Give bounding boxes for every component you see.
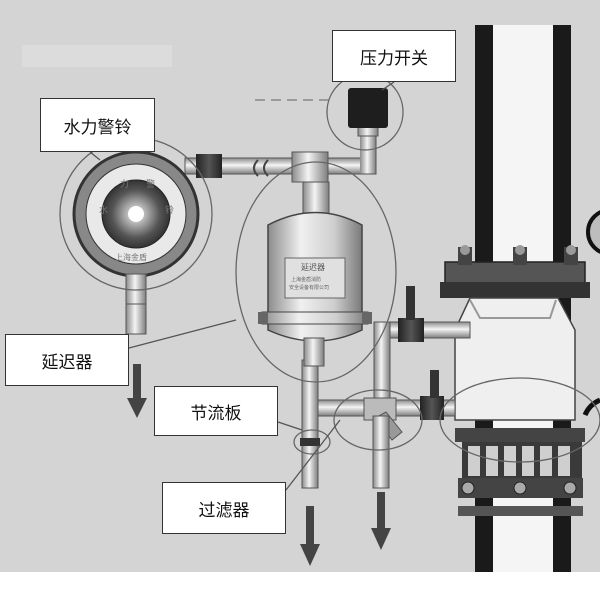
- arrow-drain-right: [371, 492, 391, 550]
- chamber-label-plate: [284, 257, 346, 299]
- ball-valve-upper-handle: [406, 286, 415, 320]
- chamber-outlet: [303, 337, 325, 367]
- arrow-drain-left: [300, 506, 320, 566]
- gong-center: [128, 206, 144, 222]
- label-retard-chamber: 延迟器: [5, 334, 129, 386]
- leader-strainer: [285, 419, 341, 491]
- valve-flange-lower-lip: [440, 282, 590, 298]
- gong-ring-char-2: 力: [120, 180, 130, 190]
- switch-elbow: [360, 129, 377, 175]
- chamber-plate-line-2: 安全设备有限公司: [289, 285, 330, 291]
- gauge-edge: [586, 210, 600, 254]
- highlight-orifice: [293, 429, 331, 455]
- valve-upper-flange: [444, 261, 586, 285]
- handwheel-arc: [582, 397, 600, 417]
- highlight-valve: [439, 377, 600, 463]
- label-strainer: 过滤器: [162, 482, 286, 534]
- orifice-plate: [300, 438, 320, 446]
- leader-switch: [381, 81, 395, 91]
- valve-body: [454, 297, 576, 421]
- gong-ring-char-1: 水: [99, 206, 109, 216]
- pressure-switch: [348, 88, 388, 128]
- leader-chamber: [128, 319, 237, 349]
- gong-ring-char-4: 铃: [165, 206, 175, 216]
- bell-ball-valve: [196, 154, 222, 178]
- highlight-strainer: [333, 389, 423, 451]
- tee-fitting: [291, 151, 329, 183]
- break-mark-left: [253, 159, 259, 177]
- ball-valve-upper: [398, 318, 424, 342]
- label-orifice-plate: 节流板: [154, 386, 278, 436]
- valve-lower-flange: [455, 428, 585, 442]
- flange-bolts-top: [458, 245, 578, 265]
- valve-trim-stack: [462, 442, 582, 480]
- chamber-plate-title: 延迟器: [301, 263, 325, 272]
- chamber-neck: [302, 181, 330, 215]
- leader-gong: [89, 151, 101, 161]
- break-mark-right: [263, 159, 269, 177]
- flange-bolts-bottom: [461, 481, 577, 495]
- drain-pipe-left: [301, 359, 319, 489]
- wall-smudge: [22, 45, 172, 67]
- gong-ring-char-3: 警: [146, 180, 156, 190]
- highlight-chamber: [235, 161, 397, 383]
- trim-pipe-upper: [379, 321, 471, 339]
- label-water-motor-gong: 水力警铃: [40, 98, 155, 152]
- gong-drain-neck: [125, 273, 147, 305]
- test-valve-handle: [430, 370, 439, 398]
- chamber-band: [261, 311, 369, 325]
- gong-drain-pipe: [125, 303, 147, 335]
- drain-pipe-right: [372, 415, 390, 489]
- label-pressure-switch: 压力开关: [332, 30, 456, 82]
- gong-maker: 上海金盾: [115, 253, 147, 262]
- arrow-gong-drain: [127, 364, 147, 418]
- leader-orifice: [277, 421, 303, 431]
- chamber-plate-line-1: 上海金盾消防: [291, 277, 322, 283]
